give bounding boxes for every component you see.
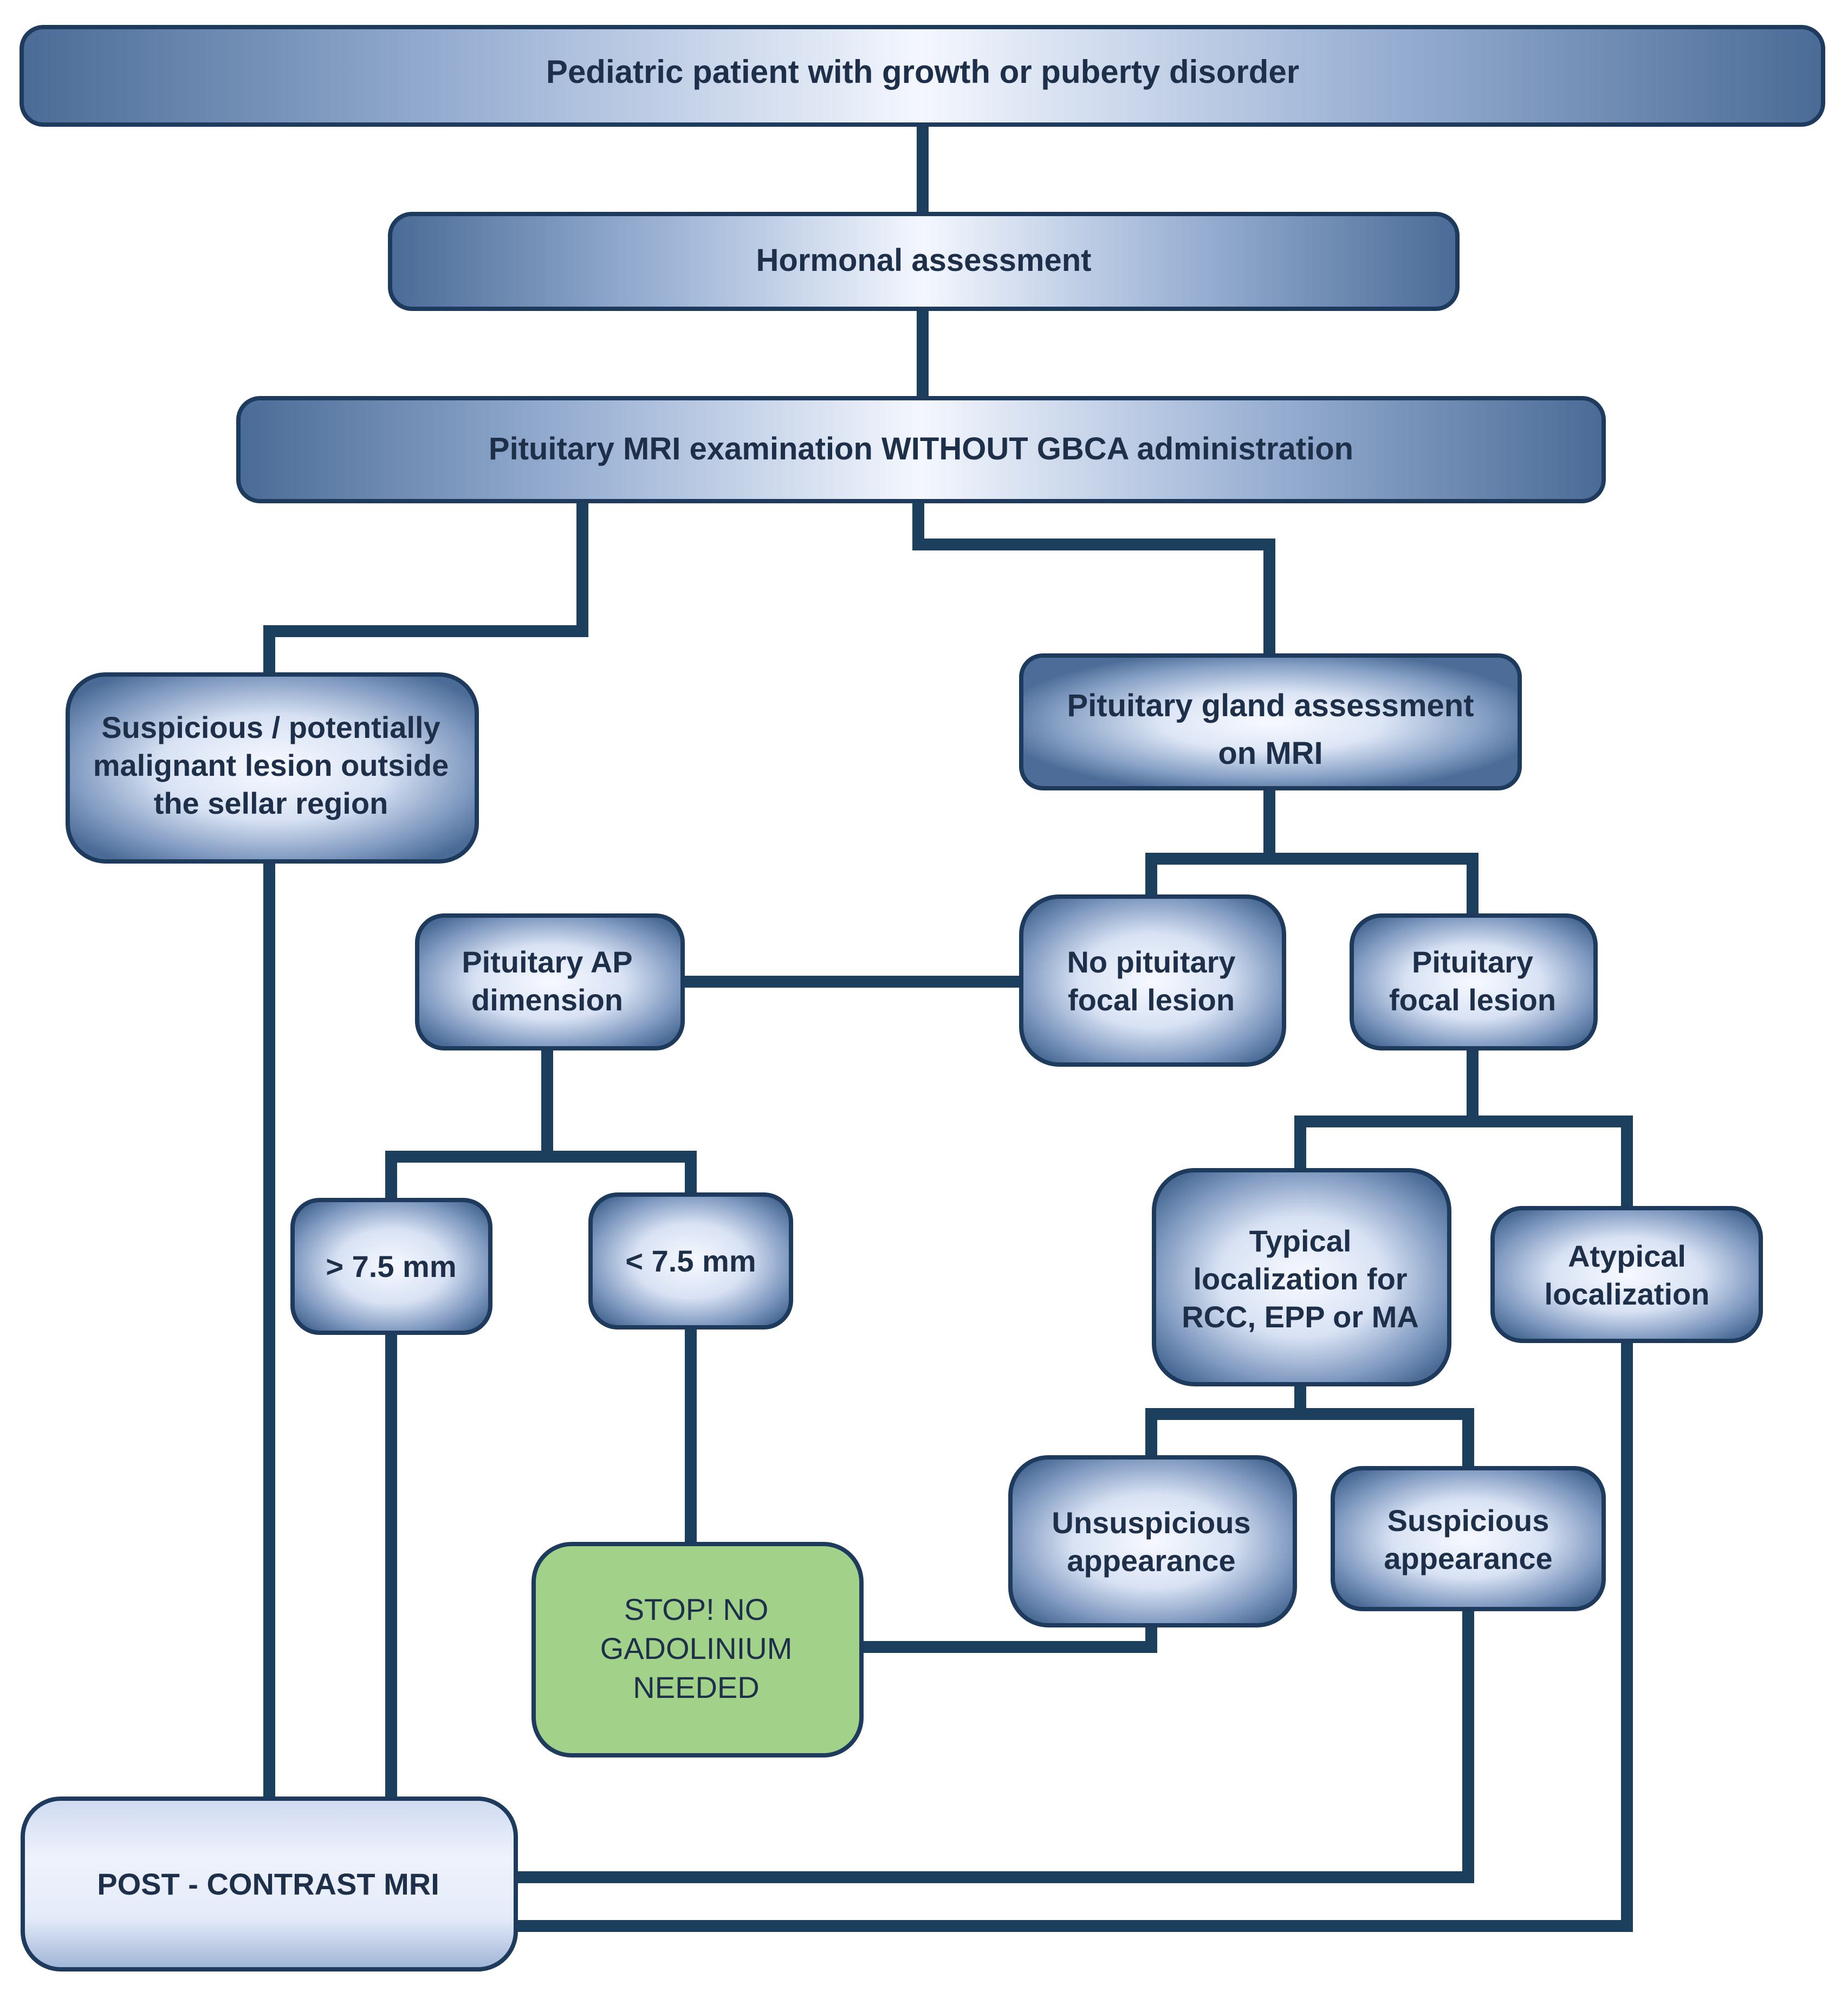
node-text-line: appearance	[1067, 1543, 1235, 1578]
node-text-line: appearance	[1384, 1541, 1552, 1575]
connector-line	[1294, 1408, 1474, 1474]
connector-line	[912, 495, 1275, 661]
node-text-line: localization for	[1193, 1262, 1407, 1296]
node-text-line: dimension	[471, 983, 623, 1017]
node-text-line: Pituitary MRI examination WITHOUT GBCA a…	[489, 431, 1353, 466]
node-text-line: Pituitary AP	[462, 945, 632, 979]
connector-line	[1145, 782, 1275, 903]
node-text-line: NEEDED	[633, 1670, 759, 1704]
box-mri-without-gbca-text: Pituitary MRI examination WITHOUT GBCA a…	[489, 431, 1353, 466]
connector-line	[385, 1042, 553, 1206]
box-gland-assessment: Pituitary gland assessment on MRI	[1019, 653, 1522, 790]
box-ap-dimension: Pituitary AP dimension	[415, 913, 685, 1050]
node-text-line: Pituitary gland assessment	[1067, 688, 1474, 723]
box-lt-7-5mm-text: < 7.5 mm	[625, 1244, 756, 1278]
box-hormonal-assessment-text: Hormonal assessment	[756, 243, 1092, 278]
box-focal-lesion-text: Pituitary focal lesion	[1389, 945, 1556, 1017]
node-text-line: focal lesion	[1068, 983, 1235, 1017]
box-stop-no-gadolinium: STOP! NO GADOLINIUM NEEDED	[531, 1542, 864, 1757]
node-text-line: Typical	[1249, 1224, 1352, 1258]
box-mri-without-gbca: Pituitary MRI examination WITHOUT GBCA a…	[236, 396, 1606, 503]
box-gland-assessment-text: Pituitary gland assessment on MRI	[1067, 688, 1474, 771]
node-text-line: Hormonal assessment	[756, 243, 1092, 278]
node-text-line: Pituitary	[1412, 945, 1533, 979]
connector-line	[1467, 1116, 1633, 1214]
box-suspicious-outside-sellar-text: Suspicious / potentially malignant lesion…	[93, 710, 449, 820]
connector-line	[510, 1335, 1633, 1932]
node-text-line: GADOLINIUM	[600, 1631, 793, 1665]
connector-line	[263, 495, 588, 680]
node-text-line: > 7.5 mm	[326, 1249, 456, 1283]
node-text-line: Unsuspicious	[1052, 1506, 1250, 1540]
box-gt-7-5mm: > 7.5 mm	[290, 1198, 492, 1335]
node-text-line: Atypical	[1568, 1239, 1686, 1273]
node-text-line: RCC, EPP or MA	[1182, 1300, 1419, 1334]
connector-line	[1145, 1378, 1306, 1463]
node-text-line: localization	[1545, 1277, 1710, 1311]
flow-boxes: Pediatric patient with growth or puberty…	[20, 25, 1825, 1971]
box-post-contrast-mri-text: POST - CONTRAST MRI	[97, 1867, 439, 1901]
connector-line	[1263, 853, 1479, 922]
box-suspicious-outside-sellar: Suspicious / potentially malignant lesion…	[66, 672, 479, 864]
node-text-line: Suspicious / potentially	[101, 710, 440, 744]
node-text-line: POST - CONTRAST MRI	[97, 1867, 439, 1901]
node-text-line: No pituitary	[1067, 945, 1235, 979]
box-atypical-localization-text: Atypical localization	[1545, 1239, 1710, 1311]
node-text-line: malignant lesion outside	[93, 748, 449, 782]
box-no-focal-lesion-text: No pituitary focal lesion	[1067, 945, 1235, 1017]
node-text-line: Suspicious	[1387, 1503, 1549, 1538]
node-text-line: Pediatric patient with growth or puberty…	[546, 54, 1299, 90]
box-gt-7-5mm-text: > 7.5 mm	[326, 1249, 456, 1283]
box-post-contrast-mri: POST - CONTRAST MRI	[21, 1797, 518, 1971]
connector-line	[855, 1619, 1157, 1653]
box-atypical-localization: Atypical localization	[1490, 1206, 1763, 1343]
box-focal-lesion: Pituitary focal lesion	[1350, 913, 1598, 1050]
node-text-line: the sellar region	[154, 786, 388, 820]
box-root-text: Pediatric patient with growth or puberty…	[546, 54, 1299, 90]
node-text-line: focal lesion	[1389, 983, 1556, 1017]
box-stop-no-gadolinium-text: STOP! NO GADOLINIUM NEEDED	[600, 1592, 793, 1704]
box-lt-7-5mm: < 7.5 mm	[588, 1192, 793, 1330]
connector-lines	[263, 119, 1633, 1932]
connector-line	[541, 1151, 697, 1201]
connector-line	[510, 1603, 1474, 1883]
node-text-line: on MRI	[1218, 736, 1322, 771]
box-no-focal-lesion: No pituitary focal lesion	[1019, 894, 1286, 1067]
box-ap-dimension-text: Pituitary AP dimension	[462, 945, 632, 1017]
box-root: Pediatric patient with growth or puberty…	[20, 25, 1825, 127]
node-text-line: STOP! NO	[624, 1592, 769, 1626]
box-hormonal-assessment: Hormonal assessment	[388, 212, 1460, 311]
connector-line	[1294, 1042, 1479, 1176]
node-text-line: < 7.5 mm	[625, 1244, 756, 1278]
